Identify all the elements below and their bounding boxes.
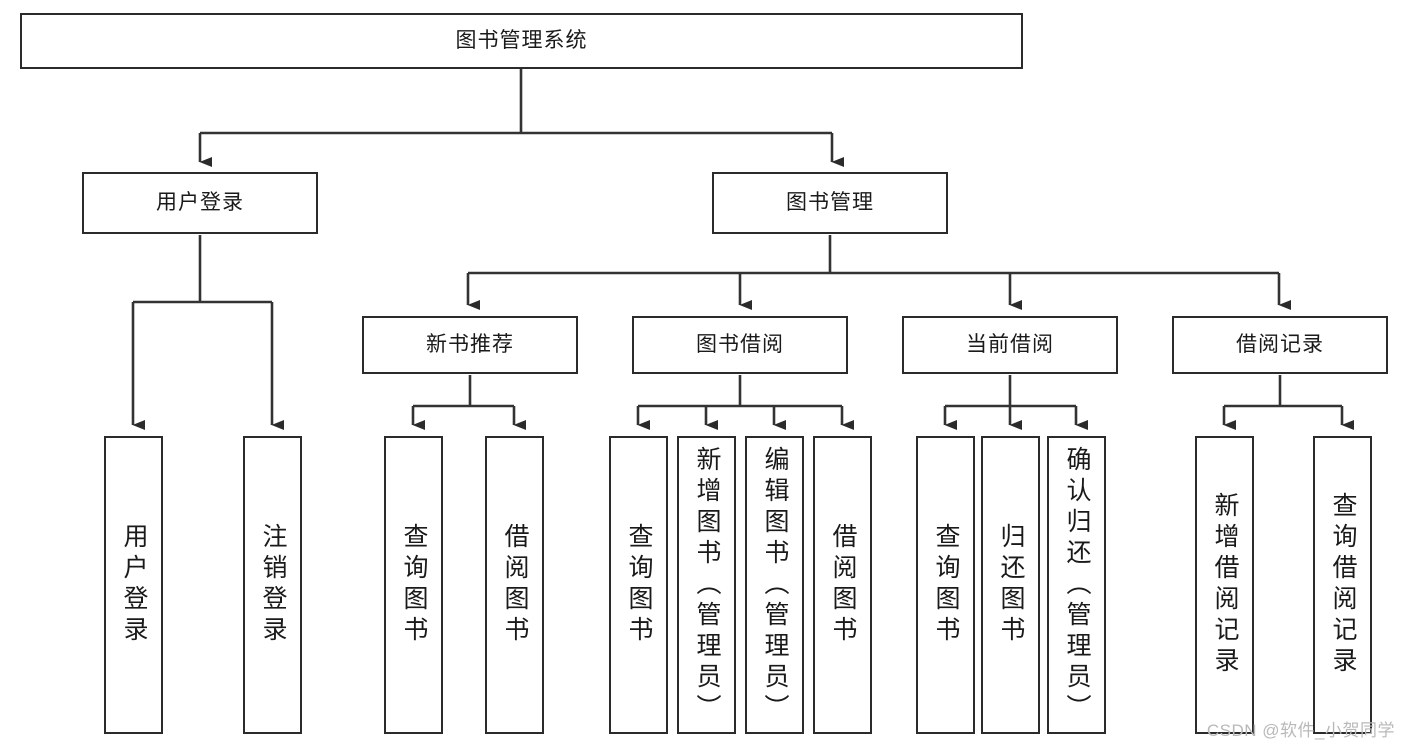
leaf-borrow-book[interactable]: 借阅图书 (813, 436, 872, 734)
node-label: 当前借阅 (966, 332, 1054, 356)
node-root-system[interactable]: 图书管理系统 (20, 13, 1023, 69)
node-label: 查询借阅记录 (1329, 492, 1357, 678)
node-label: 编辑图书（管理员） (761, 445, 789, 725)
leaf-query-borrow-record[interactable]: 查询借阅记录 (1313, 436, 1372, 734)
node-book-management[interactable]: 图书管理 (712, 172, 948, 234)
node-user-login[interactable]: 用户登录 (82, 172, 318, 234)
leaf-return-book[interactable]: 归还图书 (981, 436, 1040, 734)
leaf-query-book-recommend[interactable]: 查询图书 (384, 436, 443, 734)
node-book-borrow[interactable]: 图书借阅 (632, 316, 848, 374)
node-borrow-record[interactable]: 借阅记录 (1172, 316, 1388, 374)
node-label: 借阅图书 (829, 523, 857, 647)
leaf-query-book-borrow[interactable]: 查询图书 (609, 436, 668, 734)
leaf-add-book-admin[interactable]: 新增图书（管理员） (677, 436, 736, 734)
node-label: 查询图书 (625, 523, 653, 647)
node-label: 归还图书 (997, 523, 1025, 647)
node-label: 图书管理 (786, 190, 874, 214)
node-label: 用户登录 (156, 190, 244, 214)
leaf-logout[interactable]: 注销登录 (243, 436, 302, 734)
node-label: 用户登录 (120, 523, 148, 647)
leaf-borrow-book-recommend[interactable]: 借阅图书 (485, 436, 544, 734)
leaf-confirm-return-admin[interactable]: 确认归还（管理员） (1047, 436, 1106, 734)
leaf-add-borrow-record[interactable]: 新增借阅记录 (1195, 436, 1254, 734)
node-label: 图书借阅 (696, 332, 784, 356)
leaf-edit-book-admin[interactable]: 编辑图书（管理员） (745, 436, 804, 734)
leaf-user-login[interactable]: 用户登录 (104, 436, 163, 734)
node-label: 图书管理系统 (455, 28, 588, 52)
node-label: 借阅图书 (501, 523, 529, 647)
node-label: 新增图书（管理员） (693, 445, 721, 725)
node-label: 注销登录 (259, 523, 287, 647)
node-label: 查询图书 (932, 523, 960, 647)
node-label: 确认归还（管理员） (1063, 445, 1091, 725)
node-new-book-recommend[interactable]: 新书推荐 (362, 316, 578, 374)
leaf-query-book-current[interactable]: 查询图书 (916, 436, 975, 734)
node-label: 借阅记录 (1236, 332, 1324, 356)
node-label: 新书推荐 (426, 332, 514, 356)
node-label: 查询图书 (400, 523, 428, 647)
node-label: 新增借阅记录 (1211, 492, 1239, 678)
node-current-borrow[interactable]: 当前借阅 (902, 316, 1118, 374)
